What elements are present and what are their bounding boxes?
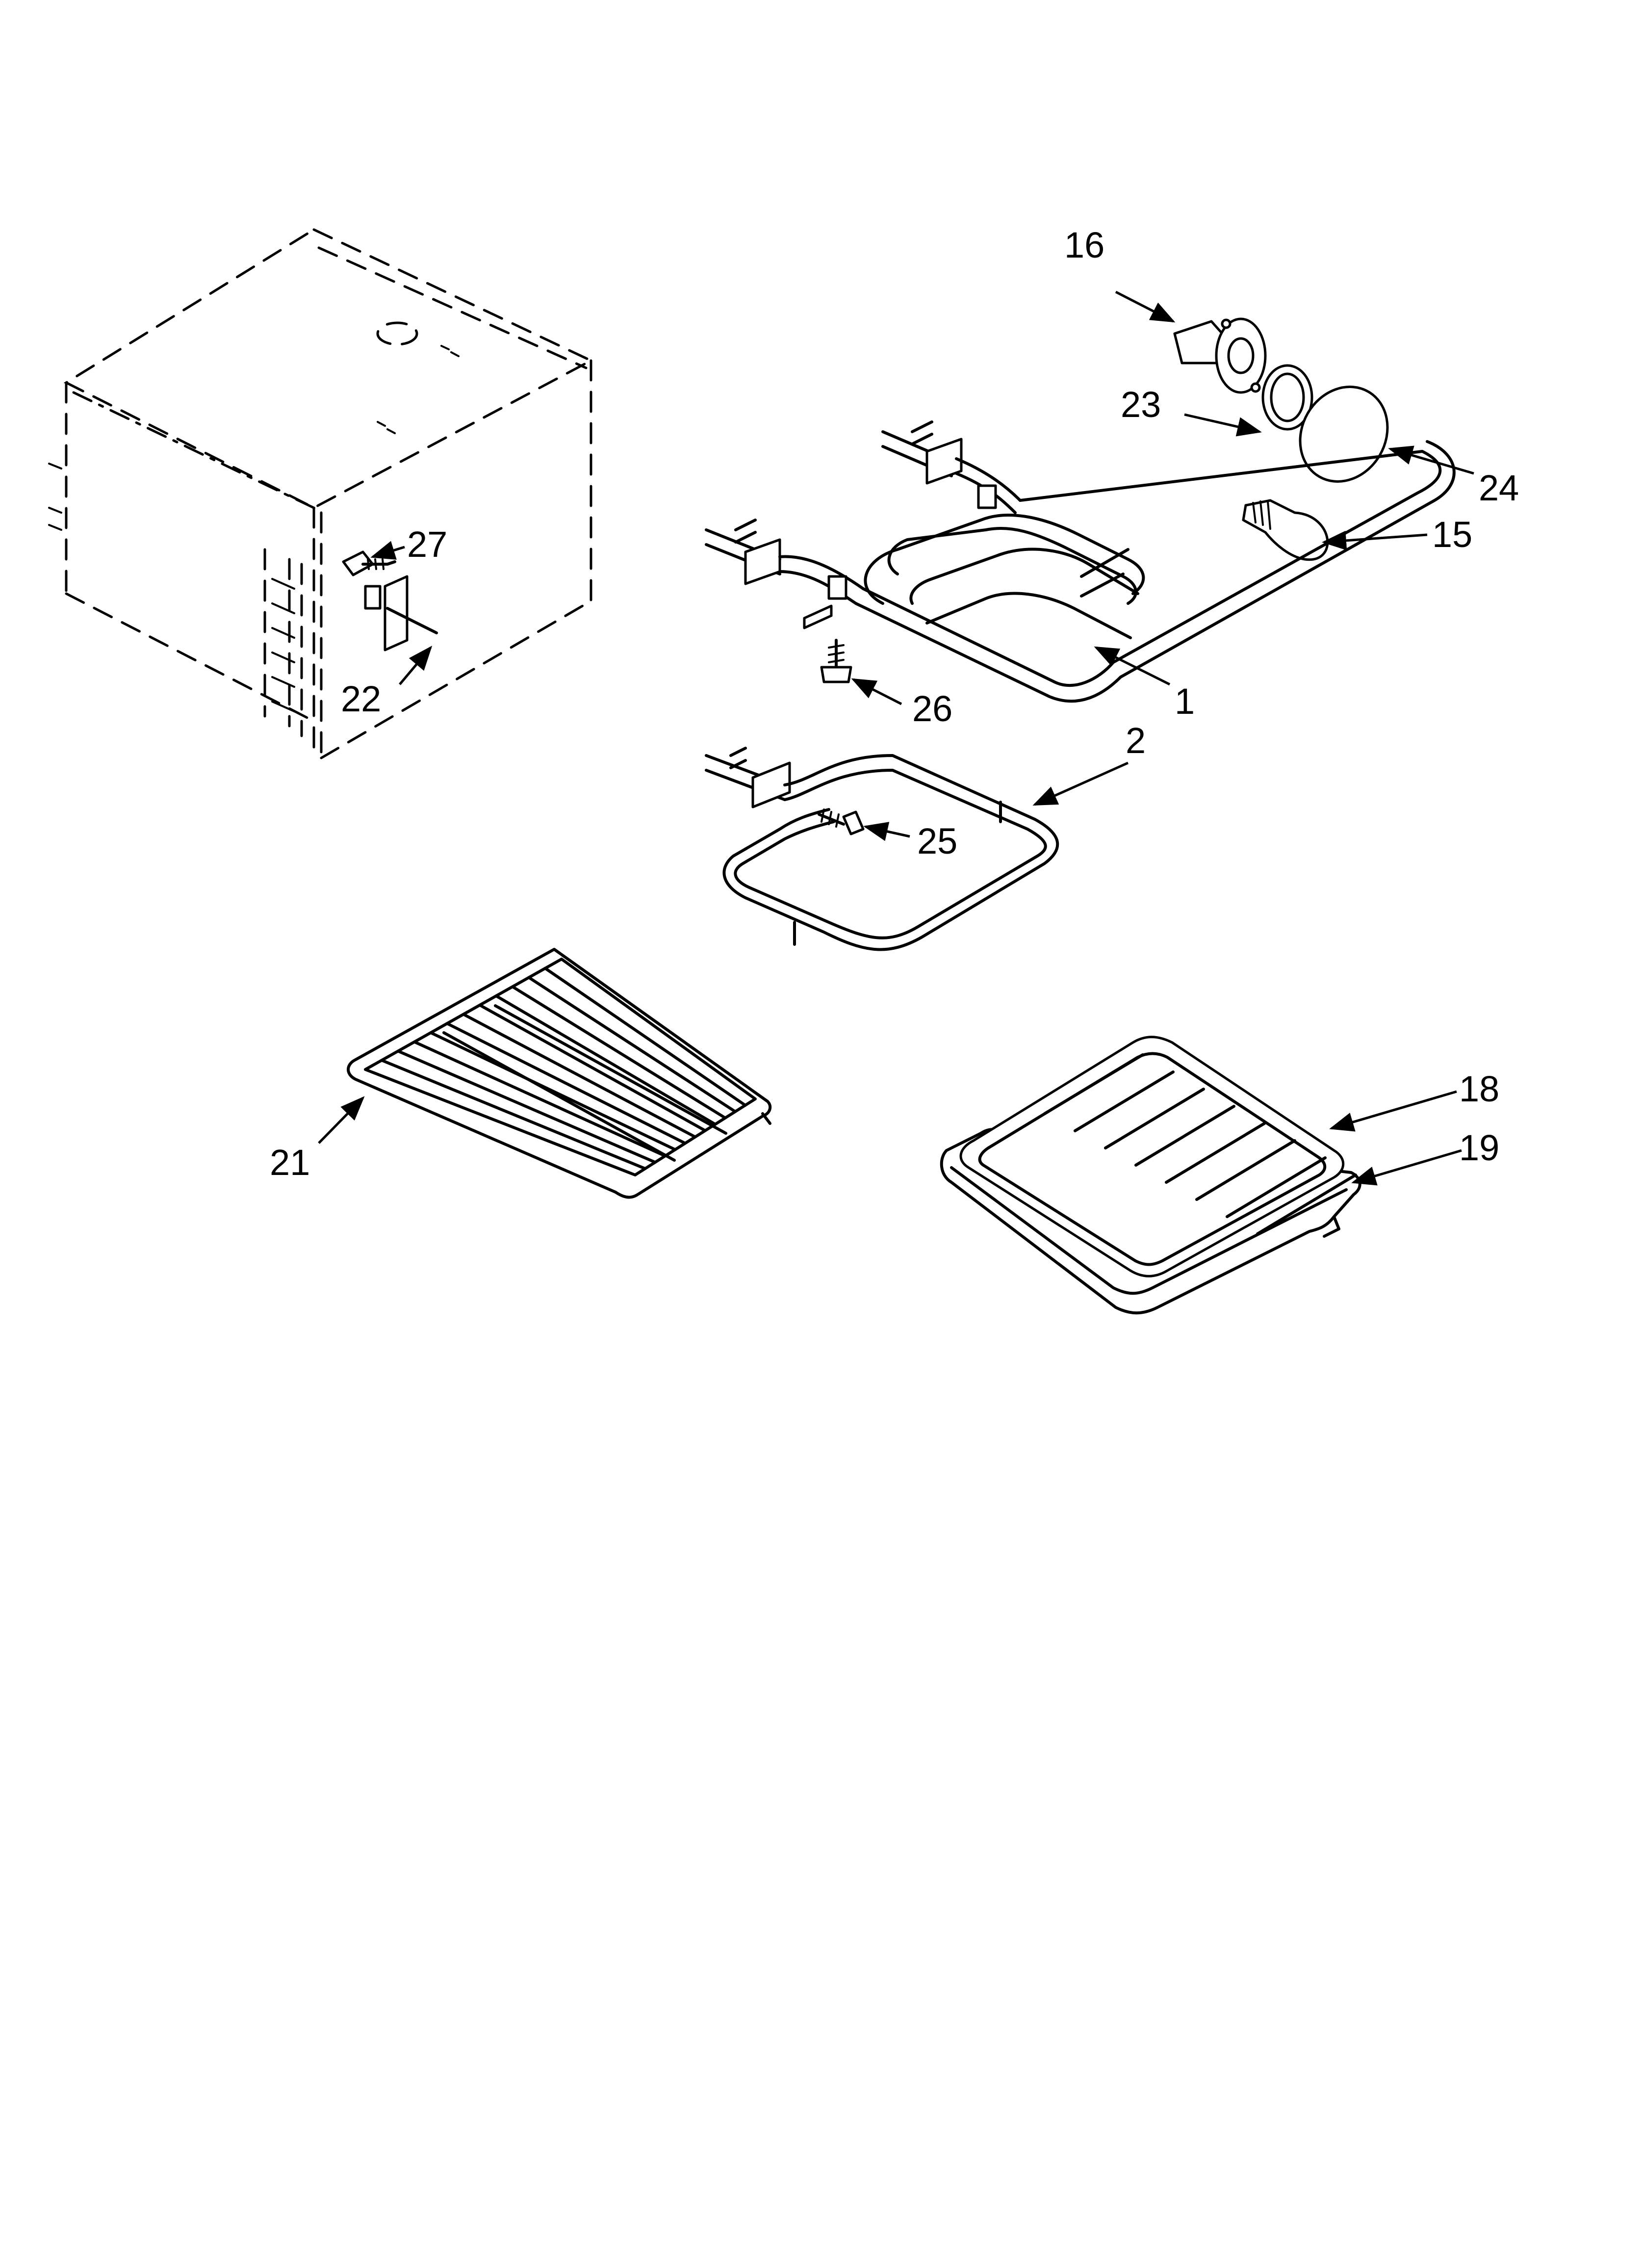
rack-wire	[396, 1049, 657, 1164]
part-27-screw	[342, 550, 396, 576]
rack-wires	[380, 966, 747, 1171]
callout-leaders	[318, 290, 1474, 1186]
oven-cavity	[48, 228, 594, 759]
callout-16: 16	[1064, 225, 1104, 265]
rack-wire	[527, 976, 737, 1113]
rack-wire	[511, 985, 727, 1120]
rack-wire	[380, 1059, 647, 1171]
grid-slot	[1256, 1173, 1357, 1235]
callout-22: 22	[341, 678, 381, 719]
rack-wire	[413, 1040, 667, 1158]
grid-slot	[1226, 1156, 1327, 1218]
part-18-broiler-grid	[959, 1036, 1357, 1277]
callout-27: 27	[407, 524, 447, 565]
grid-slot	[1165, 1122, 1266, 1184]
callout-1: 1	[1175, 681, 1195, 722]
part-15-bulb	[1242, 499, 1329, 561]
grid-slot	[1104, 1088, 1205, 1149]
callout-labels: 16 23 24 15 27 22 1 26 2 25 21 18 19	[270, 225, 1519, 1183]
part-26-screw	[820, 639, 852, 683]
part-1-broil-element	[705, 420, 1456, 703]
rack-wire	[543, 966, 747, 1107]
callout-26: 26	[912, 688, 952, 729]
rack-wire	[494, 994, 717, 1126]
grid-slot	[1074, 1070, 1175, 1132]
broiler-grid-slots	[1043, 1053, 1357, 1235]
part-16-lamp-socket	[1173, 317, 1267, 394]
rack-wire	[462, 1013, 697, 1139]
callout-24: 24	[1479, 468, 1519, 508]
grid-slot	[1195, 1139, 1296, 1201]
part-22-sensor	[364, 575, 438, 652]
grid-slot	[1134, 1105, 1235, 1167]
part-2-bake-element	[705, 747, 1059, 951]
callout-18: 18	[1459, 1069, 1499, 1109]
callout-21: 21	[270, 1142, 310, 1183]
callout-25: 25	[917, 821, 957, 861]
callout-2: 2	[1126, 720, 1146, 761]
grid-slot	[1043, 1053, 1144, 1115]
callout-19: 19	[1459, 1127, 1499, 1168]
part-23-gasket	[1261, 364, 1313, 431]
part-21-oven-rack	[347, 948, 772, 1199]
rack-wire	[445, 1022, 687, 1145]
part-25-screw	[818, 808, 865, 835]
callout-15: 15	[1432, 514, 1472, 555]
callout-23: 23	[1121, 384, 1161, 425]
rack-wire	[429, 1031, 677, 1151]
rack-wire	[478, 1003, 707, 1132]
